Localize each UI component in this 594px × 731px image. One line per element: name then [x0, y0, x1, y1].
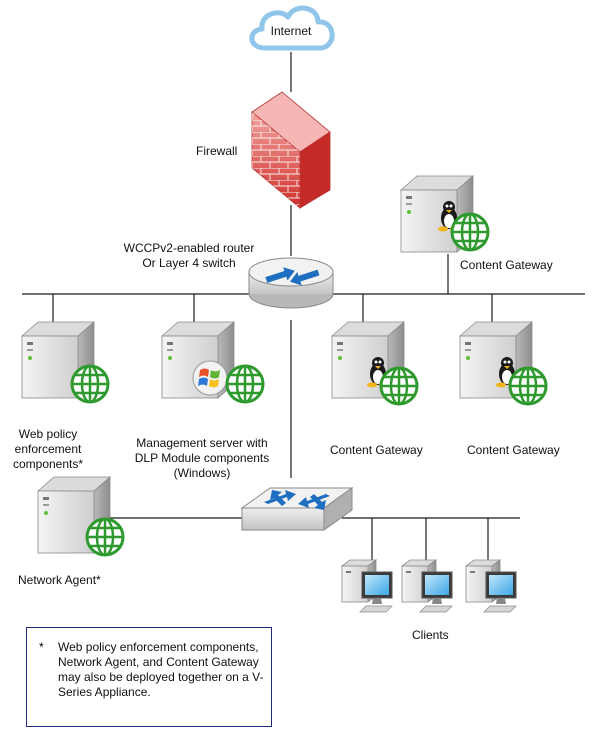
management-label-line-1: Management server with	[136, 436, 268, 450]
globe-icon	[70, 364, 110, 404]
management-label-line-2: DLP Module components	[134, 451, 270, 465]
web-policy-label-line-3: components*	[12, 457, 84, 471]
clients-label: Clients	[412, 628, 449, 642]
router-label-line-2: Or Layer 4 switch	[142, 256, 236, 270]
client-computer-icon	[401, 559, 453, 613]
footnote-marker: *	[39, 640, 44, 654]
content-gateway-top-label: Content Gateway	[460, 258, 553, 272]
footnote-text: Web policy enforcement components, Netwo…	[58, 640, 264, 699]
management-label: Management server with DLP Module compon…	[120, 436, 284, 481]
content-gateway-right-label: Content Gateway	[467, 443, 560, 457]
globe-icon	[225, 364, 265, 404]
globe-icon	[508, 366, 548, 406]
layer-switch-icon	[241, 487, 353, 531]
management-label-line-3: (Windows)	[173, 466, 231, 480]
firewall-icon	[251, 91, 331, 209]
firewall-label: Firewall	[196, 144, 238, 158]
globe-icon	[379, 366, 419, 406]
router-label: WCCPv2-enabled router Or Layer 4 switch	[106, 241, 272, 271]
windows-logo-icon	[192, 360, 228, 396]
internet-label: Internet	[270, 24, 312, 38]
client-computer-icon	[465, 559, 517, 613]
content-gateway-mid-label: Content Gateway	[330, 443, 423, 457]
globe-icon	[85, 517, 125, 557]
internet-cloud-icon	[249, 5, 335, 51]
network-agent-label: Network Agent*	[18, 573, 101, 587]
client-computer-icon	[341, 559, 393, 613]
footnote-box: * Web policy enforcement components, Net…	[26, 627, 272, 727]
globe-icon	[450, 212, 490, 252]
web-policy-label-line-2: enforcement	[14, 442, 82, 456]
web-policy-label: Web policy enforcement components*	[4, 427, 92, 472]
web-policy-label-line-1: Web policy	[18, 427, 78, 441]
router-label-line-1: WCCPv2-enabled router	[123, 241, 255, 255]
